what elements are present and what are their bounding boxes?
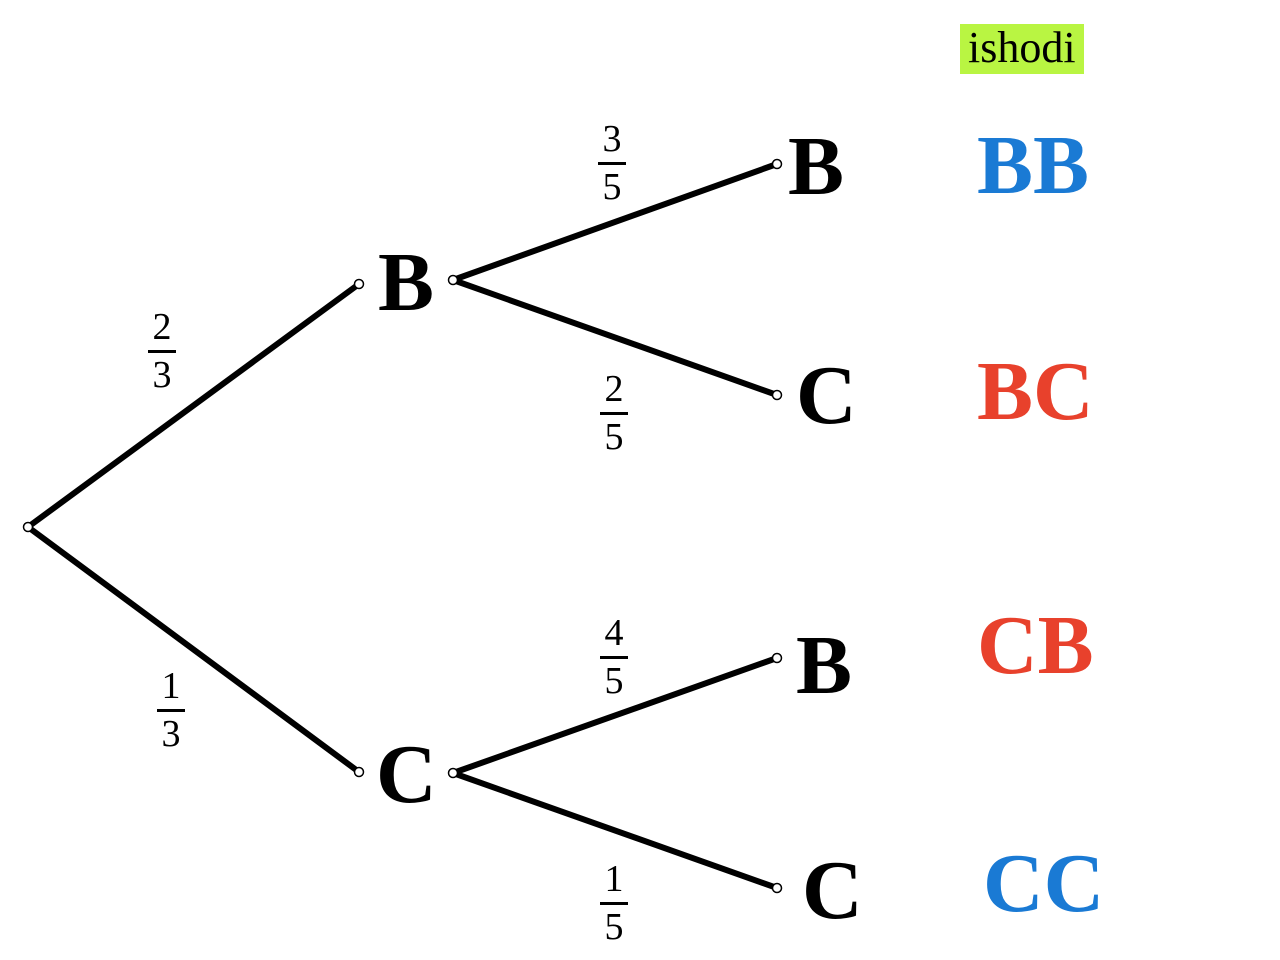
outcome-cb: CB xyxy=(977,599,1094,692)
edge-c-to-b xyxy=(450,655,780,776)
edge-b-to-c xyxy=(450,277,780,398)
tree-edges xyxy=(25,161,780,891)
junction-l1-b-out xyxy=(447,274,459,286)
node-l2-bb: B xyxy=(788,120,845,213)
junction-root xyxy=(22,521,34,533)
prob-root-to-b: 2 3 xyxy=(148,308,176,394)
fraction-bar xyxy=(600,902,628,905)
junction-cc xyxy=(771,882,783,894)
fraction-bar xyxy=(600,412,628,415)
prob-b-to-b-denominator: 5 xyxy=(602,166,622,208)
fraction-bar xyxy=(600,656,628,659)
fraction-bar xyxy=(157,709,185,712)
junction-bc xyxy=(771,389,783,401)
fraction-bar xyxy=(598,162,626,165)
prob-c-to-b-numerator: 4 xyxy=(604,612,624,654)
prob-b-to-c-denominator: 5 xyxy=(604,416,624,458)
prob-c-to-b-denominator: 5 xyxy=(604,660,624,702)
prob-root-to-b-denominator: 3 xyxy=(152,354,172,396)
node-l1-b: B xyxy=(378,236,435,329)
junction-l1-c-in xyxy=(353,766,365,778)
outcomes-header: ishodi xyxy=(960,24,1084,74)
node-l2-cc: C xyxy=(802,844,863,937)
prob-b-to-c-numerator: 2 xyxy=(604,368,624,410)
edge-root-to-b xyxy=(25,281,362,530)
prob-root-to-c-denominator: 3 xyxy=(161,713,181,755)
junction-l1-c-out xyxy=(447,767,459,779)
prob-root-to-c: 1 3 xyxy=(157,667,185,753)
prob-c-to-c-numerator: 1 xyxy=(604,858,624,900)
outcome-bb: BB xyxy=(977,119,1090,212)
prob-c-to-b: 4 5 xyxy=(600,614,628,700)
junction-bb xyxy=(771,158,783,170)
edge-root-to-c xyxy=(25,524,362,775)
node-l1-c: C xyxy=(376,728,437,821)
fraction-bar xyxy=(148,350,176,353)
prob-b-to-b-numerator: 3 xyxy=(602,118,622,160)
prob-root-to-c-numerator: 1 xyxy=(161,665,181,707)
prob-c-to-c-denominator: 5 xyxy=(604,906,624,948)
outcome-bc: BC xyxy=(977,345,1094,438)
junction-cb xyxy=(771,652,783,664)
prob-b-to-c: 2 5 xyxy=(600,370,628,456)
outcome-cc: CC xyxy=(983,837,1105,930)
node-l2-bc: C xyxy=(796,349,857,442)
tree-junctions xyxy=(22,158,783,894)
prob-root-to-b-numerator: 2 xyxy=(152,306,172,348)
prob-b-to-b: 3 5 xyxy=(598,120,626,206)
prob-c-to-c: 1 5 xyxy=(600,860,628,946)
node-l2-cb: B xyxy=(796,619,853,712)
edge-c-to-c xyxy=(450,770,780,891)
edge-b-to-b xyxy=(450,161,780,283)
junction-l1-b-in xyxy=(353,278,365,290)
